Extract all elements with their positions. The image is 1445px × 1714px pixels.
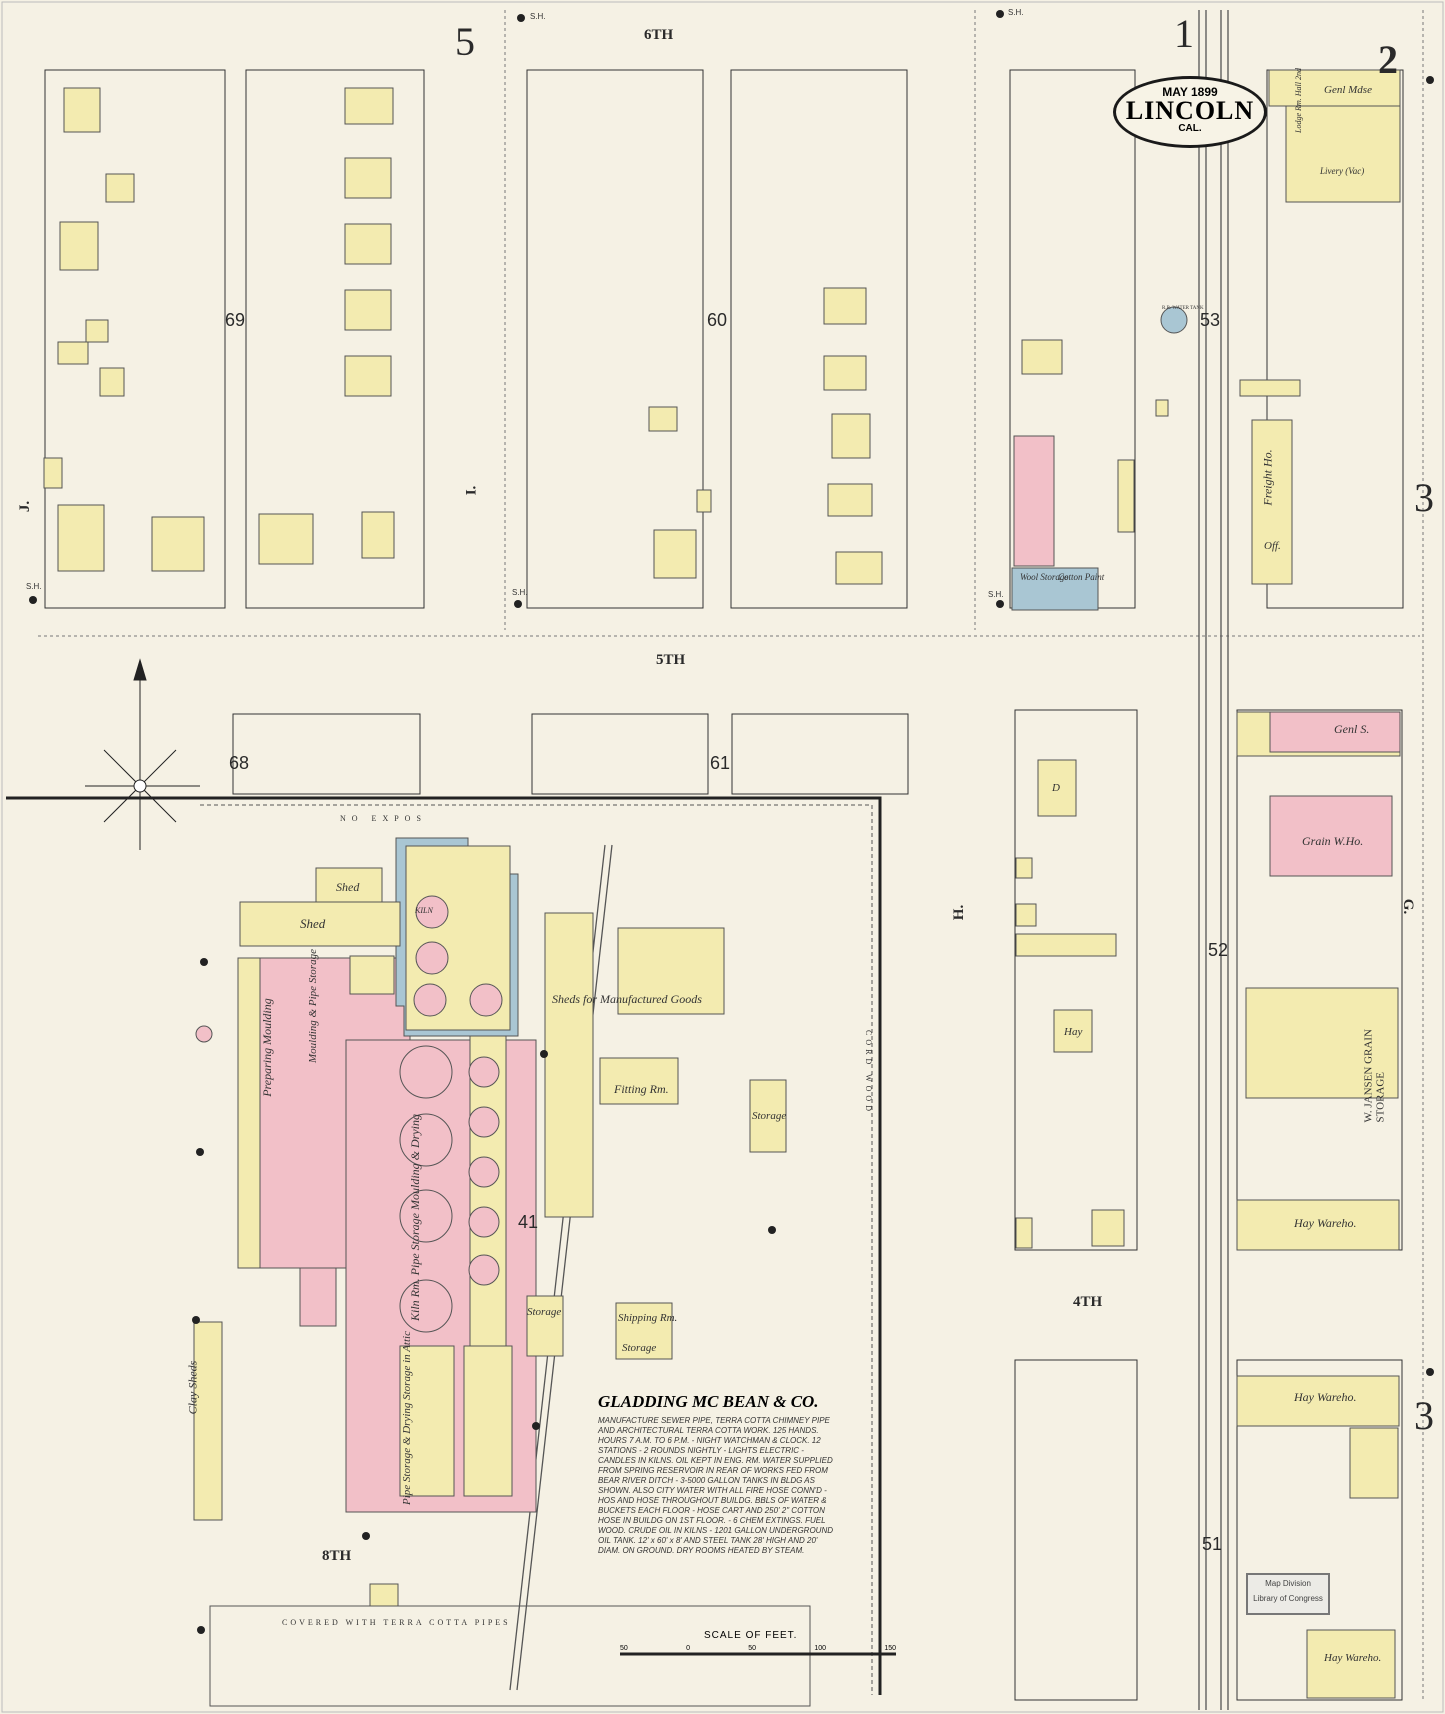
label-rr-tank: R.R. WATER TANK xyxy=(1162,306,1204,311)
hydrant-label: S.H. xyxy=(512,588,528,597)
street-lines xyxy=(38,10,1424,1700)
company-block: GLADDING MC BEAN & CO. MANUFACTURE SEWER… xyxy=(598,1392,838,1556)
street-6th: 6TH xyxy=(644,27,674,43)
scale-tick: 100 xyxy=(814,1645,827,1652)
stone-buildings xyxy=(395,306,1188,1037)
scale-label: SCALE OF FEET. xyxy=(704,1630,798,1641)
label-w-jansen: W. JANSEN GRAIN STORAGE xyxy=(1362,1029,1387,1123)
hydrant-label: S.H. xyxy=(988,590,1004,599)
label-no-expos: NO EXPOS xyxy=(340,814,427,823)
label-hay: Hay xyxy=(1064,1026,1083,1038)
map-date: MAY 1899 xyxy=(1162,85,1218,99)
label-mfg-goods: Sheds for Manufactured Goods xyxy=(552,992,702,1006)
library-stamp: Map Division Library of Congress xyxy=(1246,1573,1330,1615)
frame-buildings-south xyxy=(1015,69,1401,1699)
label-lodge: Lodge Rm. Hall 2nd xyxy=(1293,68,1303,133)
street-g: G. xyxy=(1400,898,1417,915)
state-name: CAL. xyxy=(1178,123,1202,134)
company-notes: MANUFACTURE SEWER PIPE, TERRA COTTA CHIM… xyxy=(598,1416,834,1555)
label-genl-s: Genl S. xyxy=(1334,722,1370,736)
street-h: H. xyxy=(951,904,968,921)
label-kiln-pipe: Kiln Rm. Pipe Storage Moulding & Drying xyxy=(407,1114,422,1321)
label-clay-sheds: Clay Sheds xyxy=(185,1360,200,1415)
label-dwelling: D xyxy=(1052,782,1060,794)
adjoining-sheet-3b: 3 xyxy=(1414,1393,1434,1438)
scale-tick: 50 xyxy=(748,1645,757,1652)
hydrants xyxy=(29,10,1434,1634)
scale-bar: SCALE OF FEET. 50 0 50 100 150 xyxy=(620,1630,900,1652)
hydrant-label: S.H. xyxy=(26,582,42,591)
label-shed-2: Shed xyxy=(300,916,326,931)
label-covered: COVERED WITH TERRA COTTA PIPES xyxy=(282,1618,511,1627)
label-pipe-storage: Pipe Storage & Drying Storage in Attic xyxy=(400,1331,413,1505)
works-boundary xyxy=(6,796,882,1695)
adjoining-sheet-1: 1 xyxy=(1174,11,1194,56)
label-preparing: Preparing Moulding xyxy=(259,998,274,1097)
label-kiln: KILN xyxy=(415,906,433,915)
misc-lines xyxy=(209,1605,896,1707)
kilns xyxy=(195,895,503,1333)
label-hay-wareho-2: Hay Wareho. xyxy=(1294,1390,1357,1404)
label-fitting-rm: Fitting Rm. xyxy=(614,1082,669,1096)
adjoining-sheet-5: 5 xyxy=(455,19,475,64)
stamp-line-2: Library of Congress xyxy=(1253,1594,1323,1603)
label-genl-mdse: Genl Mdse xyxy=(1324,84,1372,96)
hydrant-label: S.H. xyxy=(1008,8,1024,17)
scale-tick: 50 xyxy=(620,1645,628,1652)
label-hay-wareho-3: Hay Wareho. xyxy=(1324,1652,1382,1664)
block-60: 60 xyxy=(707,310,728,330)
title-cartouche: MAY 1899 LINCOLN CAL. xyxy=(1113,76,1267,148)
block-41: 41 xyxy=(518,1212,539,1232)
block-51: 51 xyxy=(1202,1534,1223,1554)
stamp-line-1: Map Division xyxy=(1265,1579,1311,1588)
hydrant-label: S.H. xyxy=(530,12,546,21)
company-name: GLADDING MC BEAN & CO. xyxy=(598,1392,819,1411)
label-storage-h: Storage xyxy=(622,1342,657,1354)
scale-tick: 150 xyxy=(884,1645,896,1652)
street-5th: 5TH xyxy=(656,652,686,668)
label-shipping-rm: Shipping Rm. xyxy=(618,1312,678,1324)
street-8th: 8TH xyxy=(322,1548,352,1564)
label-freight-ho: Freight Ho. xyxy=(1260,449,1275,506)
north-arrow xyxy=(85,658,200,850)
scale-tick: 0 xyxy=(686,1645,690,1652)
block-53: 53 xyxy=(1200,310,1221,330)
label-grain-wh: Grain W.Ho. xyxy=(1302,834,1364,848)
label-off: Off. xyxy=(1264,540,1281,552)
street-4th: 4TH xyxy=(1073,1294,1103,1310)
works-fence xyxy=(200,804,873,1695)
label-hay-wareho-1: Hay Wareho. xyxy=(1294,1216,1357,1230)
city-name: LINCOLN xyxy=(1125,96,1255,125)
frame-buildings-north xyxy=(43,87,1169,585)
label-cord-wood: CORD WOOD xyxy=(863,1030,873,1115)
block-61: 61 xyxy=(710,753,731,773)
label-shed-1: Shed xyxy=(336,880,360,894)
label-moulding-pipe: Moulding & Pipe Storage xyxy=(306,949,319,1063)
label-livery: Livery (Vac) xyxy=(1320,166,1365,176)
block-68: 68 xyxy=(229,753,250,773)
scale-ticks: 50 0 50 100 150 xyxy=(620,1645,896,1652)
street-i: I. xyxy=(463,485,480,496)
label-wool-storage: Wool Storage xyxy=(1020,572,1069,582)
block-69: 69 xyxy=(225,310,246,330)
street-j: J. xyxy=(17,500,34,513)
label-cotton-paint: Cotton Paint xyxy=(1058,572,1105,582)
sheet-number: 2 xyxy=(1378,37,1398,82)
block-52: 52 xyxy=(1208,940,1229,960)
adjoining-sheet-3a: 3 xyxy=(1414,475,1434,520)
label-storage-g: Storage xyxy=(527,1306,562,1318)
label-storage-l: Storage xyxy=(752,1110,787,1122)
